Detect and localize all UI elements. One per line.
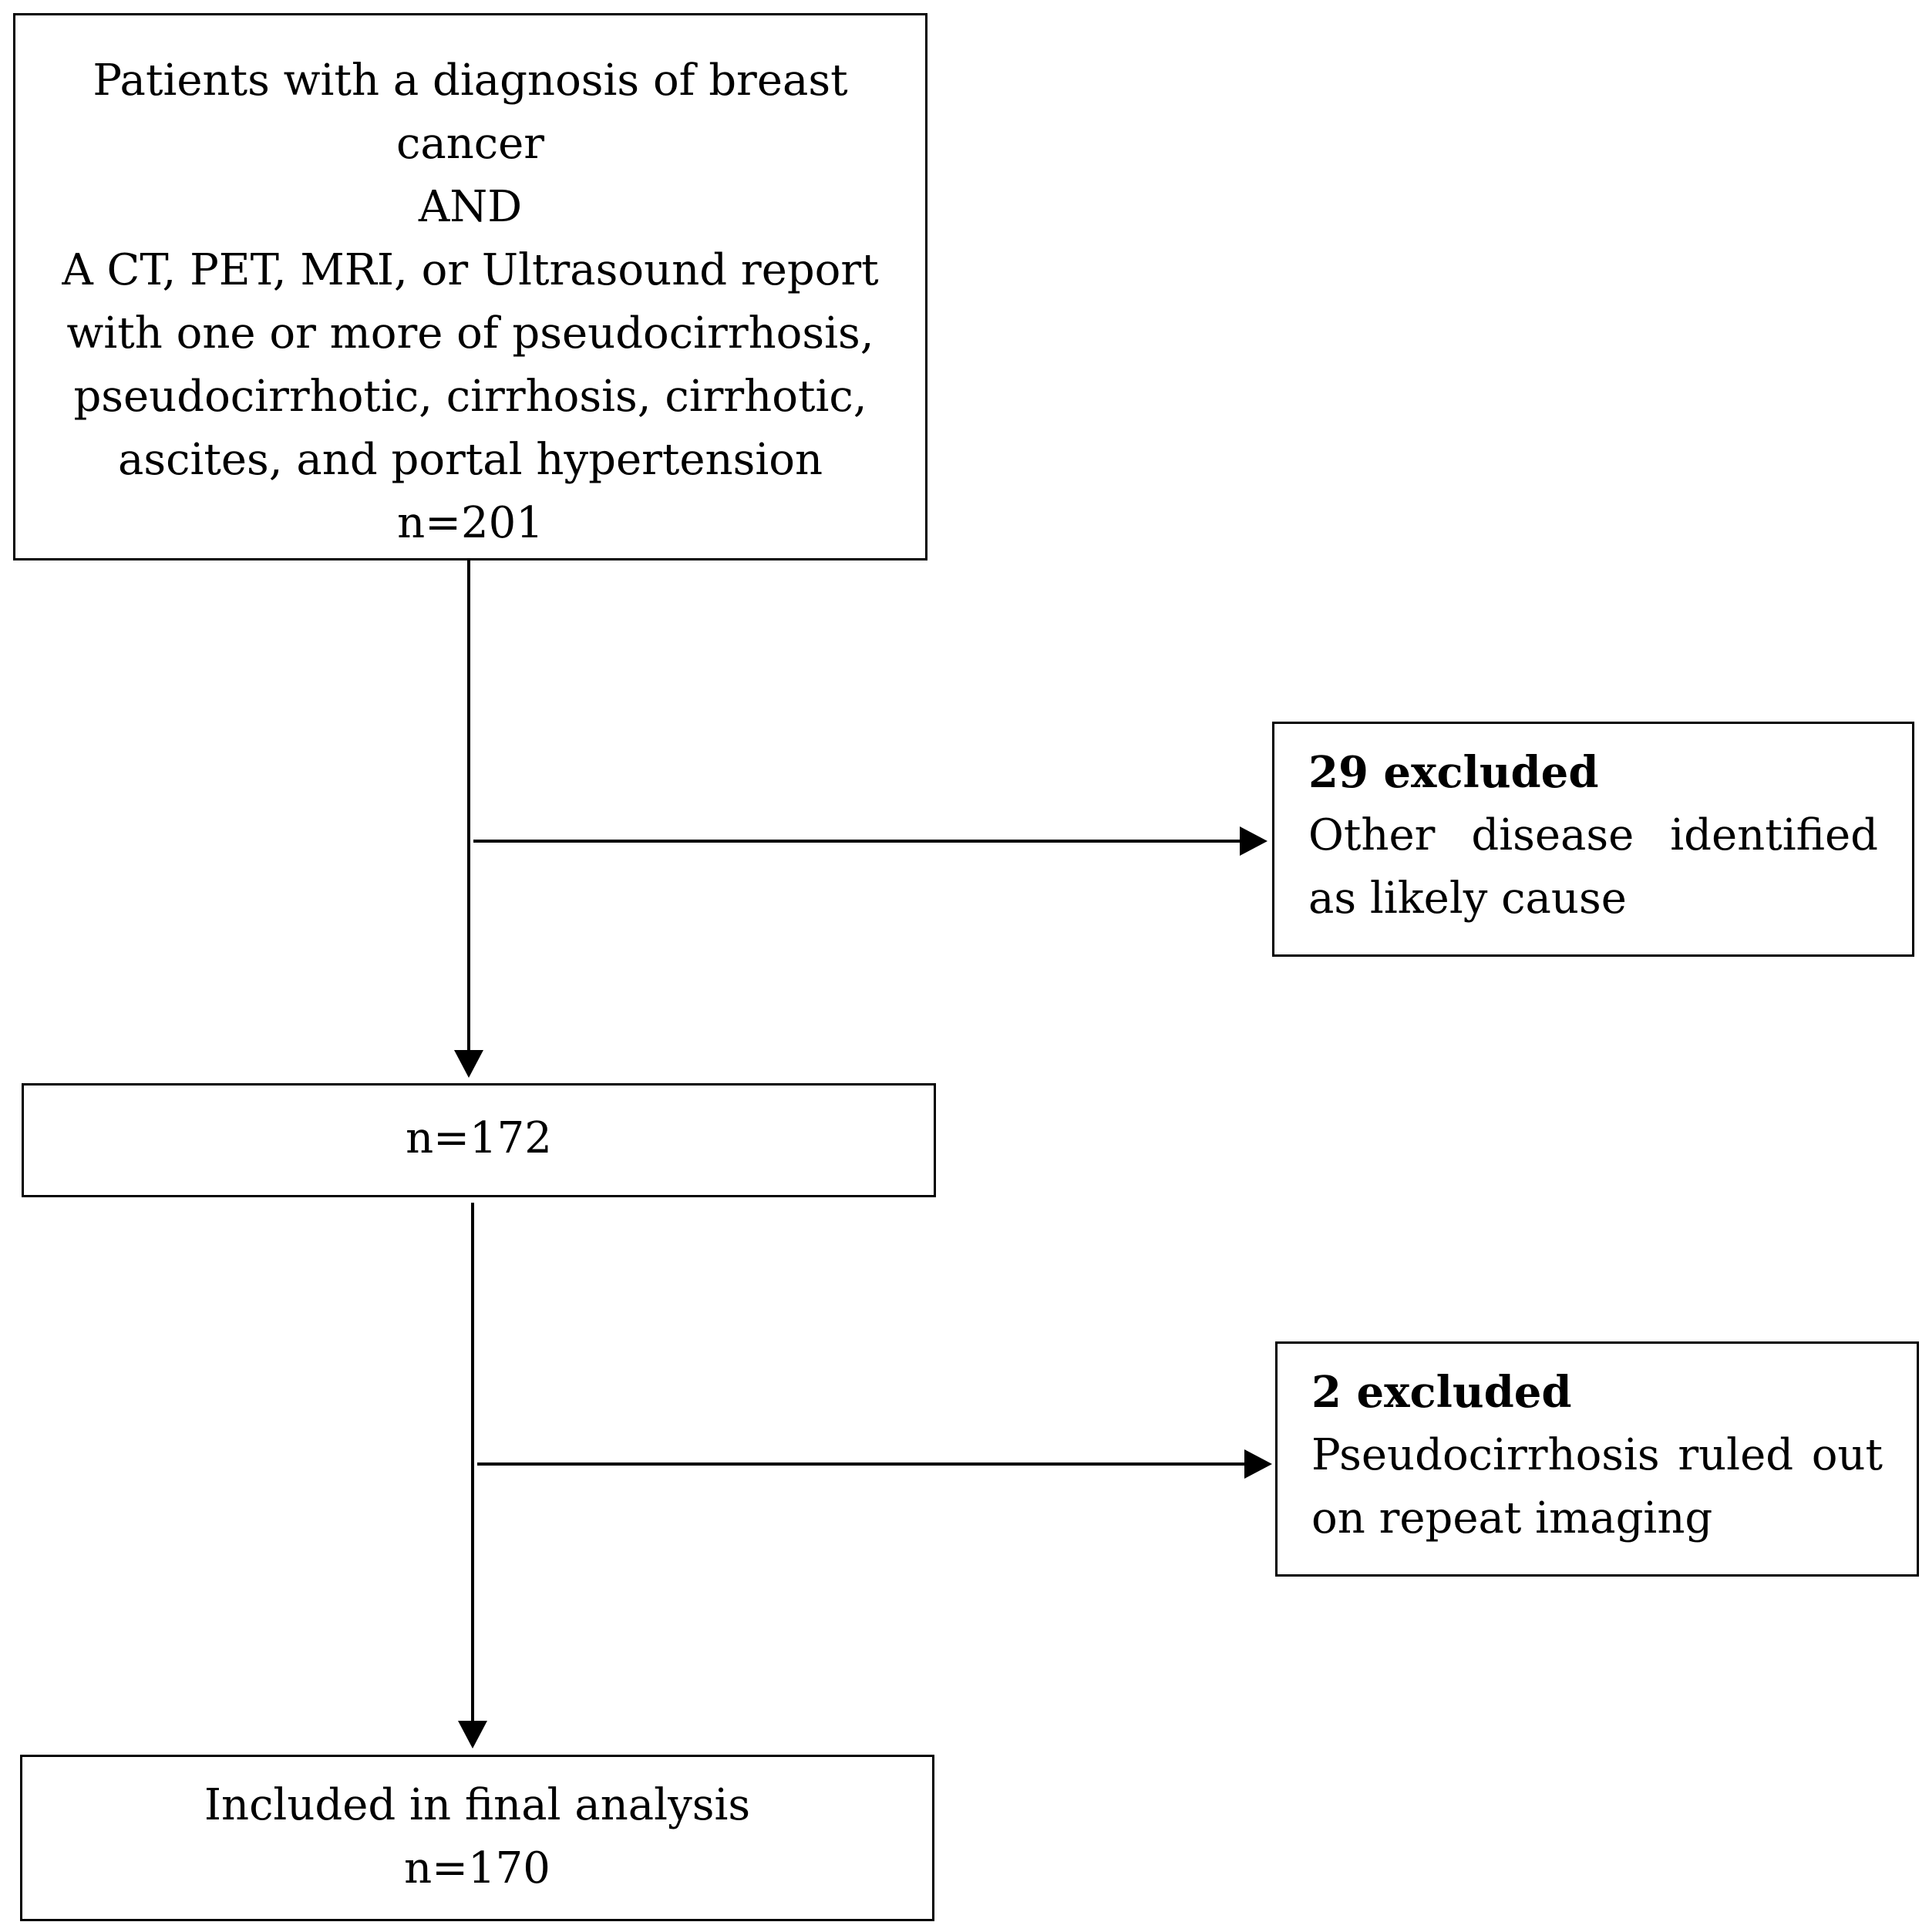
box-exclusion-2: 2 excluded Pseudocirrhosis ruled out on … xyxy=(1275,1341,1919,1577)
after-exclusion-1-count: n=172 xyxy=(406,1113,552,1163)
arrowhead-bottom xyxy=(458,1721,487,1749)
exclusion-1-title: 29 excluded xyxy=(1308,747,1599,798)
arrowhead-exclusion-2 xyxy=(1244,1449,1272,1479)
final-analysis-label: Included in final analysis xyxy=(204,1780,751,1830)
box-after-exclusion-1: n=172 xyxy=(22,1083,936,1197)
box-exclusion-1: 29 excluded Other disease identified as … xyxy=(1272,722,1914,957)
box-final-analysis: Included in final analysis n=170 xyxy=(20,1755,934,1921)
exclusion-1-description: Other disease identified as likely cause xyxy=(1308,810,1878,924)
initial-cohort-line-7: ascites, and portal hypertension xyxy=(117,435,823,485)
arrowhead-middle xyxy=(454,1050,483,1078)
initial-cohort-line-2: cancer xyxy=(396,119,545,169)
initial-cohort-line-3: AND xyxy=(418,182,523,232)
initial-cohort-line-5: with one or more of pseudocirrhosis, xyxy=(66,308,874,358)
initial-cohort-line-1: Patients with a diagnosis of breast xyxy=(93,56,848,106)
initial-cohort-line-4: A CT, PET, MRI, or Ultrasound report xyxy=(62,245,879,295)
box-initial-cohort: Patients with a diagnosis of breast canc… xyxy=(13,13,927,560)
initial-cohort-line-6: pseudocirrhotic, cirrhosis, cirrhotic, xyxy=(73,372,867,422)
exclusion-2-description: Pseudocirrhosis ruled out on repeat imag… xyxy=(1311,1430,1883,1543)
final-analysis-count: n=170 xyxy=(404,1843,550,1893)
arrowhead-exclusion-1 xyxy=(1240,826,1267,856)
initial-cohort-count: n=201 xyxy=(397,498,544,548)
exclusion-2-title: 2 excluded xyxy=(1311,1367,1572,1418)
